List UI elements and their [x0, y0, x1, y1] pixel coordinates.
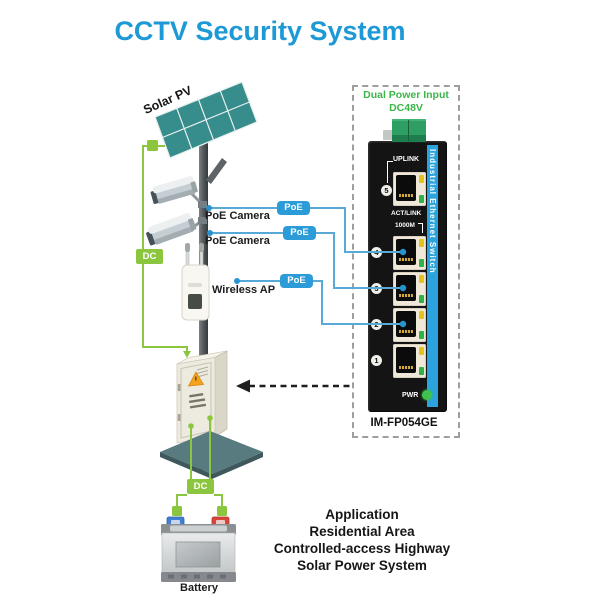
dc-connector-solar [147, 140, 158, 151]
port-number-3: 3 [371, 283, 382, 294]
panel-strut [206, 158, 227, 184]
port-5-jack [396, 175, 416, 201]
dc-node-box-1 [188, 423, 194, 429]
power-terminal-block [392, 119, 426, 142]
poe-camera-1 [150, 176, 207, 208]
application-line-4: Solar Power System [297, 558, 427, 573]
pointer-arrow [236, 379, 352, 393]
wireless-ap-label: Wireless AP [212, 284, 276, 296]
poe-camera-2 [146, 213, 207, 246]
wireless-ap [181, 243, 210, 321]
base-plate [160, 431, 263, 479]
poe-badge-3: PoE [280, 274, 313, 288]
dc-connector-battery-neg [172, 506, 182, 516]
port-3-jack [396, 275, 416, 301]
dc-badge-battery: DC [187, 479, 214, 494]
application-line-2: Residential Area [309, 524, 415, 539]
port-5-led-green [419, 195, 424, 203]
pwr-label: PWR [402, 392, 419, 399]
switch-side-stripe: Industrial Ethernet Switch [427, 145, 438, 407]
pwr-led [422, 390, 432, 400]
port-5-led-yellow [419, 175, 424, 183]
power-input-label-line1: Dual Power Input [363, 89, 449, 101]
port-1-led-green [419, 367, 424, 375]
port-2-led-green [419, 331, 424, 339]
uplink-label: UPLINK [393, 156, 420, 163]
port-5 [393, 172, 426, 206]
port-1 [393, 344, 426, 378]
port-4-led-yellow [419, 239, 424, 247]
stripe-label: Industrial Ethernet Switch [428, 149, 437, 274]
poe-camera-1-label: PoE Camera [205, 210, 270, 222]
port-number-2: 2 [371, 319, 382, 330]
dc-connector-battery-pos [217, 506, 227, 516]
speed-bracket [418, 223, 423, 233]
battery-label: Battery [180, 582, 218, 594]
port-3-led-green [419, 295, 424, 303]
uplink-bracket [387, 161, 393, 183]
poe-camera-2-label: PoE Camera [205, 235, 270, 247]
application-line-1: Application [325, 507, 399, 522]
port-2 [393, 308, 426, 342]
port-3-led-yellow [419, 275, 424, 283]
switch-model-label: IM-FP054GE [370, 417, 438, 429]
dc-wire-arrowhead [183, 351, 191, 358]
power-box [176, 350, 228, 444]
battery [161, 516, 236, 582]
page-title: CCTV Security System [114, 16, 406, 46]
port-2-led-yellow [419, 311, 424, 319]
dc-node-box-2 [207, 415, 213, 421]
port-number-4: 4 [371, 247, 382, 258]
dc-badge-pole: DC [136, 249, 163, 264]
terminal-divider [408, 120, 409, 141]
speed-label: 1000M [395, 222, 415, 229]
port-1-jack [396, 347, 416, 373]
poe-badge-1: PoE [277, 201, 310, 215]
application-line-3: Controlled-access Highway [273, 541, 451, 556]
act-link-label: ACT/LINK [391, 210, 422, 217]
power-input-label-line2: DC48V [389, 102, 423, 114]
port-2-jack [396, 311, 416, 337]
port-1-led-yellow [419, 347, 424, 355]
terminal-tab [383, 130, 392, 140]
solar-pv-label: Solar PV [141, 83, 194, 117]
port-4-jack [396, 239, 416, 265]
warning-triangle-icon [187, 371, 205, 387]
port-4 [393, 236, 426, 270]
port-number-5: 5 [381, 185, 392, 196]
pole [199, 124, 208, 470]
port-3 [393, 272, 426, 306]
port-number-1: 1 [371, 355, 382, 366]
poe-badge-2: PoE [283, 226, 316, 240]
port-4-led-green [419, 259, 424, 267]
application-text: Application Residential Area Controlled-… [262, 506, 462, 574]
